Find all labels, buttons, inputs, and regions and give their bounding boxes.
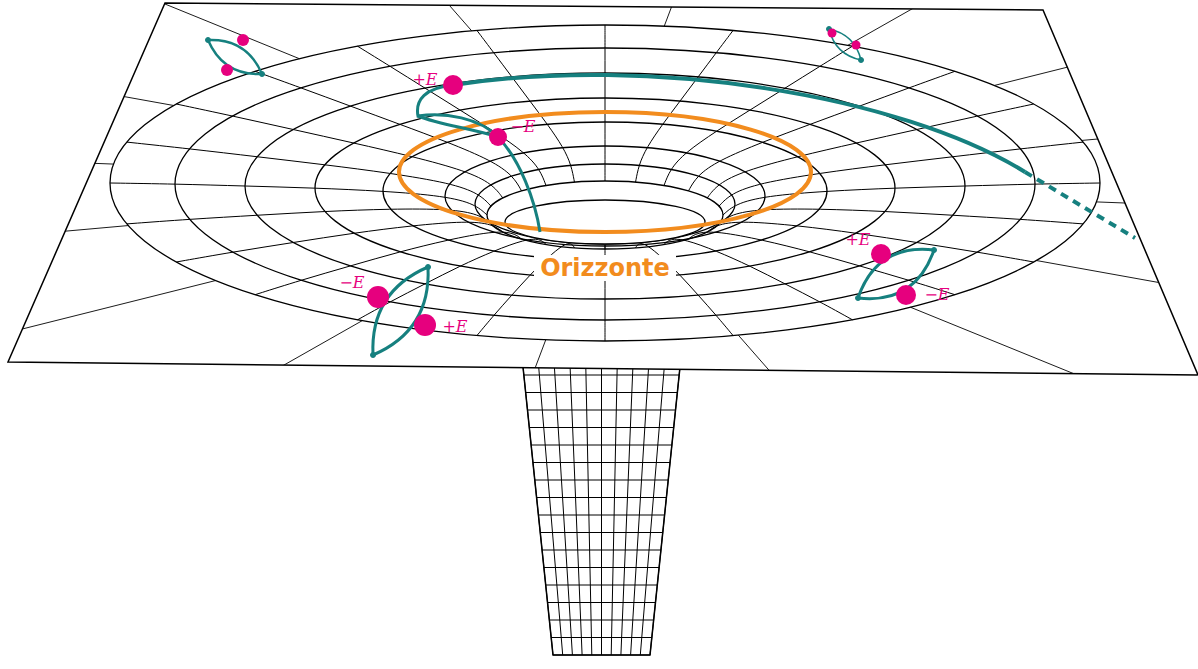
energy-label: −E [924, 287, 949, 303]
event-horizon [399, 112, 811, 232]
particles [221, 29, 916, 337]
energy-label: −E [339, 275, 364, 291]
energy-label: +E [442, 319, 467, 335]
funnel-tube [523, 367, 680, 655]
particle-paths [206, 27, 1136, 358]
energy-label: −E [510, 119, 535, 135]
energy-label: +E [845, 232, 870, 248]
horizon-label: Orizzonte [534, 255, 676, 281]
space-plane [8, 3, 1198, 375]
spacetime-grid [0, 0, 1198, 627]
energy-label: +E [412, 72, 437, 88]
